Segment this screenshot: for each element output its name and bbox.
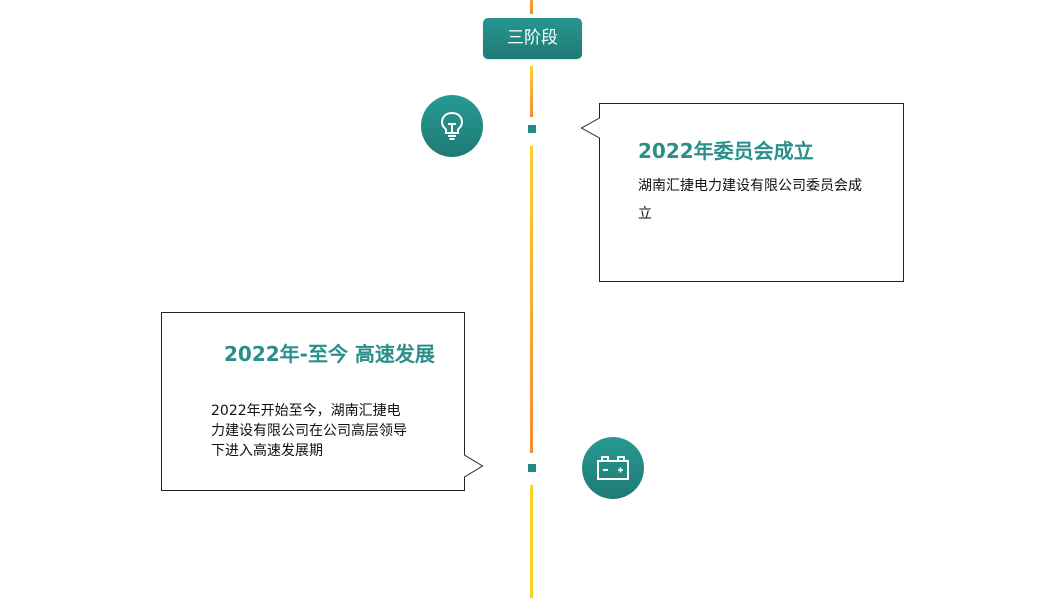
lightbulb-icon [440, 111, 464, 140]
timeline-segment [530, 0, 533, 14]
battery-icon [597, 456, 629, 480]
event-title: 2022年-至今 高速发展 [224, 342, 435, 366]
timeline-node [528, 464, 536, 472]
event-description: 2022年开始至今，湖南汇捷电力建设有限公司在公司高层领导下进入高速发展期 [211, 403, 407, 459]
event-callout-2: 2022年-至今 高速发展 2022年开始至今，湖南汇捷电力建设有限公司在公司高… [159, 311, 485, 493]
event-callout-1: 2022年委员会成立 湖南汇捷电力建设有限公司委员会成立 [580, 102, 906, 284]
timeline-node [528, 125, 536, 133]
callout-border [161, 312, 484, 491]
callout-border [580, 103, 904, 282]
event-icon-circle [421, 95, 483, 157]
timeline-segment [530, 485, 533, 598]
event-description: 湖南汇捷电力建设有限公司委员会成立 [638, 178, 862, 222]
timeline-segment [530, 66, 533, 117]
timeline-segment [530, 146, 533, 453]
stage-badge: 三阶段 [483, 18, 582, 59]
event-title: 2022年委员会成立 [638, 139, 814, 163]
event-icon-circle [582, 437, 644, 499]
